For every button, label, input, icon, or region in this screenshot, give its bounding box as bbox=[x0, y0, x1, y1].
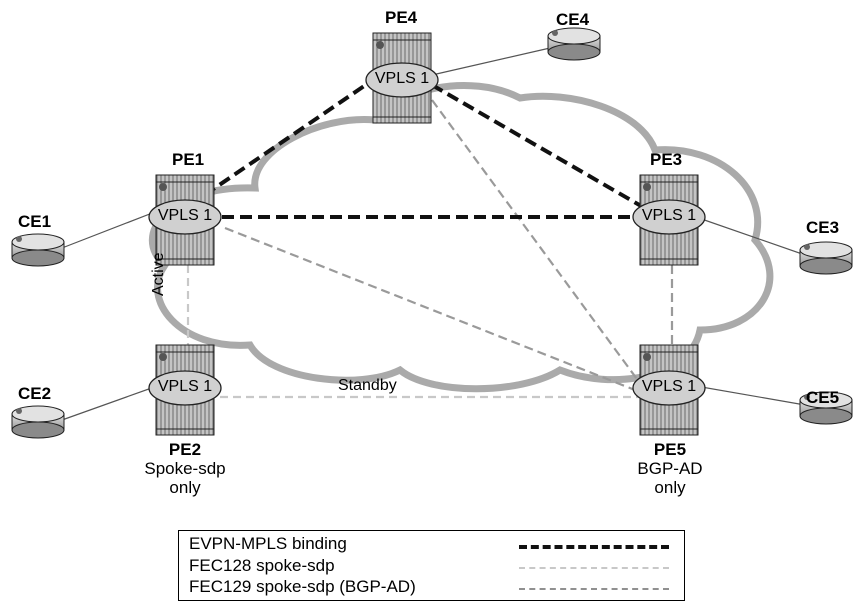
legend-line-fec129 bbox=[519, 588, 669, 590]
pe3-label: PE3 bbox=[650, 150, 683, 169]
pe1-label: PE1 bbox=[172, 150, 205, 169]
pe2-router[interactable] bbox=[148, 344, 222, 436]
fec129-pe1-pe5 bbox=[224, 226, 641, 394]
pe5-note-line1: BGP-AD bbox=[637, 459, 703, 478]
access-links bbox=[61, 47, 806, 421]
pe3-vpls-label: VPLS 1 bbox=[641, 207, 697, 224]
pe5-router[interactable] bbox=[632, 344, 706, 436]
fec129-links bbox=[224, 99, 674, 394]
ce4-router[interactable] bbox=[547, 27, 601, 61]
legend: EVPN-MPLS binding FEC128 spoke-sdp FEC12… bbox=[178, 530, 685, 601]
pe3-router[interactable] bbox=[632, 174, 706, 266]
ce2-label: CE2 bbox=[18, 384, 52, 403]
active-label: Active bbox=[150, 252, 167, 296]
fec129-pe4-pe5 bbox=[431, 99, 646, 391]
ce1-router[interactable] bbox=[11, 233, 65, 267]
pe4-label: PE4 bbox=[385, 8, 418, 27]
evpn-bindings bbox=[188, 80, 650, 219]
standby-label: Standby bbox=[338, 377, 397, 394]
pe5-note-line2: only bbox=[654, 478, 686, 497]
pe2-note-line1: Spoke-sdp bbox=[144, 459, 226, 478]
pe5-label: PE5 bbox=[653, 440, 687, 459]
pe4-vpls-label: VPLS 1 bbox=[374, 70, 430, 87]
legend-label-fec129: FEC129 spoke-sdp (BGP-AD) bbox=[189, 577, 416, 596]
legend-line-evpn bbox=[519, 545, 669, 549]
pe2-label: PE2 bbox=[168, 440, 202, 459]
ce5-router[interactable] bbox=[799, 391, 853, 425]
evpn-pe4-pe3 bbox=[430, 83, 650, 212]
pe2-note-line2: only bbox=[169, 478, 201, 497]
pe1-router[interactable] bbox=[148, 174, 222, 266]
legend-label-evpn: EVPN-MPLS binding bbox=[189, 534, 347, 553]
ce4-label: CE4 bbox=[556, 10, 590, 29]
mpls-cloud bbox=[149, 82, 774, 393]
ce3-router[interactable] bbox=[799, 241, 853, 275]
ce3-label: CE3 bbox=[806, 218, 840, 237]
evpn-pe1-pe4 bbox=[188, 80, 372, 207]
pe4-router[interactable] bbox=[365, 32, 439, 124]
fec128-links bbox=[186, 265, 640, 399]
ce2-router[interactable] bbox=[11, 405, 65, 439]
legend-label-fec128: FEC128 spoke-sdp bbox=[189, 556, 335, 575]
ce5-label: CE5 bbox=[806, 388, 840, 407]
pe1-vpls-label: VPLS 1 bbox=[157, 207, 213, 224]
ce1-label: CE1 bbox=[18, 212, 52, 231]
pe5-vpls-label: VPLS 1 bbox=[641, 378, 697, 395]
pe2-vpls-label: VPLS 1 bbox=[157, 378, 213, 395]
legend-line-fec128 bbox=[519, 567, 669, 569]
